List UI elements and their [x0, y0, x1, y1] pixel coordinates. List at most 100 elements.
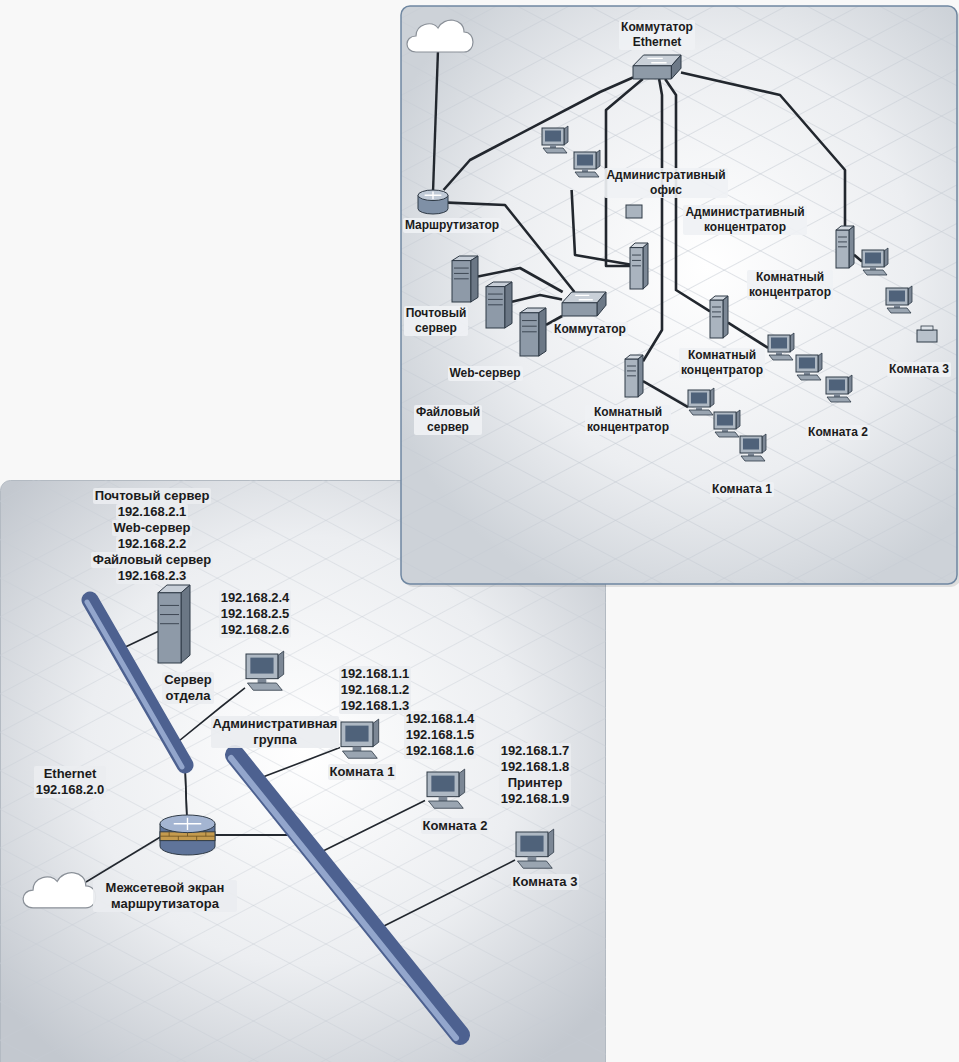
- monitor: [516, 832, 548, 857]
- monitor-stand: [804, 372, 810, 375]
- device-label: Файловый сервер: [91, 552, 213, 568]
- monitor-stand: [582, 169, 588, 172]
- panel-ground: [401, 6, 957, 584]
- monitor-back: [762, 434, 766, 453]
- monitor-stand: [696, 407, 702, 410]
- label-slot: 192.168.1.1 192.168.1.2 192.168.1.3: [339, 666, 412, 714]
- label-slot: Коммутатор: [552, 322, 628, 337]
- hub-side: [723, 296, 728, 338]
- pcs-icon: [515, 830, 555, 870]
- hub-slots: [712, 307, 721, 317]
- brick-joints: [160, 832, 215, 841]
- label-slot: Комнатный концентратор: [747, 270, 833, 300]
- server-side: [505, 282, 512, 328]
- monitor-back: [818, 353, 822, 372]
- server-icon: [452, 256, 478, 302]
- hub: Комнатный концентратор: [836, 226, 854, 268]
- device-label: 192.168.2.1: [116, 504, 189, 520]
- device-label: Файловый сервер: [414, 405, 482, 435]
- label-slot: Комната 3: [511, 874, 580, 890]
- cable-link: [728, 323, 768, 348]
- device-label: Комната 3: [511, 874, 580, 890]
- hub-side: [638, 355, 643, 397]
- server-icon: [520, 308, 546, 356]
- label-slot: 192.168.2.4 192.168.2.5 192.168.2.6: [219, 590, 292, 638]
- monitor-screen: [431, 776, 454, 792]
- hub-icon: [630, 243, 648, 289]
- pcs-icon: [540, 128, 600, 190]
- monitor-stand: [722, 429, 728, 432]
- monitor: [341, 722, 373, 747]
- device-label: Коммутатор: [552, 322, 628, 337]
- label-slot: Комната 3: [887, 362, 951, 377]
- label-slot: Комнатный концентратор: [679, 348, 765, 378]
- pc-base: [517, 861, 552, 868]
- wan-wire: [86, 836, 162, 882]
- cable-link: [572, 190, 630, 264]
- monitor-back: [790, 333, 794, 352]
- network-label: Ethernet 192.168.2.0: [34, 766, 107, 798]
- server-side: [181, 585, 190, 663]
- label-slot: Файловый сервер: [414, 405, 482, 435]
- server-icon: [486, 282, 512, 328]
- monitor-back: [884, 248, 888, 267]
- hub-front: [630, 248, 643, 289]
- switch-side: [597, 292, 606, 316]
- workstation: 192.168.1.4 192.168.1.5 192.168.1.6Комна…: [425, 770, 467, 810]
- server-side: [471, 256, 478, 302]
- pc-base: [769, 355, 793, 360]
- monitor: [542, 128, 564, 145]
- cable-link: [512, 295, 562, 302]
- pc-group: Комната 3: [862, 250, 952, 350]
- hub-front: [625, 359, 638, 397]
- workstation: 192.168.1.1 192.168.1.2 192.168.1.3Комна…: [340, 720, 380, 760]
- server-icon: [158, 585, 190, 663]
- label-slot: 192.168.1.7 192.168.1.8: [499, 743, 572, 775]
- device-label: Комната 3: [887, 362, 951, 377]
- device-label: 192.168.1.7 192.168.1.8: [499, 743, 572, 775]
- label-slot: Сервер отдела: [162, 672, 214, 704]
- device-label: Коммутатор Ethernet: [619, 20, 695, 50]
- server-slots: [160, 605, 179, 623]
- pc-base: [827, 397, 851, 402]
- hub: Комнатный концентратор: [625, 355, 643, 397]
- monitor-back: [736, 410, 740, 429]
- monitor-back: [373, 719, 379, 747]
- pc-base: [247, 683, 282, 690]
- device-label: Почтовый сервер: [93, 488, 212, 504]
- label-slot: Комната 1: [710, 482, 774, 497]
- ethernet-bus: [235, 755, 460, 1035]
- monitor-screen: [799, 358, 815, 369]
- label-slot: Комнатный концентратор: [585, 405, 671, 435]
- device-label: 192.168.2.2: [116, 536, 189, 552]
- server-slots: [454, 268, 469, 279]
- monitor: [688, 390, 710, 407]
- hub-icon: [836, 226, 854, 268]
- server-slots: [488, 294, 503, 305]
- server-front: [520, 313, 539, 356]
- router-arrows: [425, 192, 442, 199]
- cable-link: [643, 381, 688, 407]
- switch-front: [633, 66, 671, 79]
- label-slot: Почтовый сервер: [93, 488, 212, 504]
- monitor-screen: [717, 415, 733, 426]
- label-slot: 192.168.2.3: [116, 568, 189, 584]
- pcs-icon: [688, 390, 768, 470]
- server: Web-сервер: [486, 282, 512, 328]
- switch-arrows: [575, 295, 593, 299]
- monitor-screen: [545, 131, 561, 142]
- hub-slots: [632, 255, 641, 266]
- device-label: Маршрутизатор: [403, 218, 501, 233]
- label-slot: Коммутатор Ethernet: [619, 20, 695, 50]
- bus-highlight: [231, 758, 456, 1038]
- switch-front: [562, 303, 597, 316]
- monitor-stand: [748, 453, 754, 456]
- pc-base: [887, 308, 911, 313]
- pcs-icon: [425, 770, 467, 810]
- hub-icon: [710, 296, 728, 338]
- pc-base: [797, 375, 821, 380]
- firewall-router: Межсетевой экран маршрутизатора: [160, 815, 215, 855]
- monitor-stand: [550, 145, 556, 148]
- label-slot: Комната 1: [328, 764, 397, 780]
- device-label: Комната 1: [328, 764, 397, 780]
